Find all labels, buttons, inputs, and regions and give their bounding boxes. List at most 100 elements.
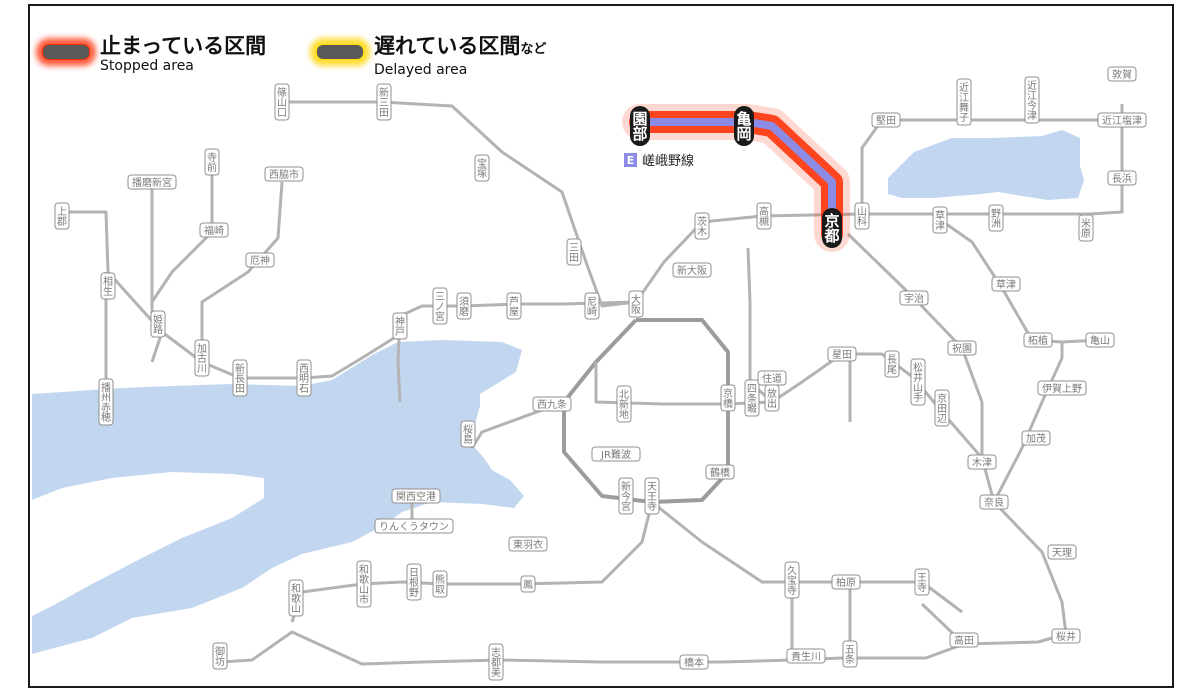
station-omishiotsu[interactable]: 近江塩津 xyxy=(1097,112,1147,128)
station-iga[interactable]: 伊賀上野 xyxy=(1037,380,1087,396)
station-kusatsu[interactable]: 草津 xyxy=(932,206,948,234)
station-sanda[interactable]: 三田 xyxy=(566,238,582,266)
line-name: 嵯峨野線 xyxy=(642,153,694,169)
station-hineno[interactable]: 日根野 xyxy=(406,563,422,601)
station-shinsanda[interactable]: 新三田 xyxy=(376,83,392,121)
station-ibaraki[interactable]: 茨木 xyxy=(694,212,710,240)
station-box xyxy=(488,643,504,681)
station-akashi[interactable]: 西明石 xyxy=(296,359,312,397)
station-box xyxy=(899,290,929,306)
station-tsuge[interactable]: 柘植 xyxy=(1023,332,1053,348)
station-yashiro[interactable]: 厄神 xyxy=(245,252,275,268)
station-box xyxy=(672,262,712,278)
station-hoshida[interactable]: 宝塚 xyxy=(474,154,490,182)
station-nagahama[interactable]: 長浜 xyxy=(1107,170,1137,186)
station-name: 熊取 xyxy=(435,573,445,596)
station-tsuruhashi[interactable]: 鶴橋 xyxy=(705,464,735,480)
station-name: 東羽衣 xyxy=(513,538,543,551)
station-tennoji[interactable]: 天王寺 xyxy=(644,477,660,515)
station-tenri[interactable]: 天理 xyxy=(1047,544,1077,560)
station-shijonawate[interactable]: 四条畷 xyxy=(744,379,760,417)
station-omimaiko[interactable]: 近江舞子 xyxy=(956,78,972,126)
station-box xyxy=(376,83,392,121)
station-kakogawa[interactable]: 加古川 xyxy=(194,339,210,377)
station-tsuruga[interactable]: 敦賀 xyxy=(1107,66,1137,82)
station-omiimazu[interactable]: 近江今津 xyxy=(1024,76,1040,124)
station-name: 鳳 xyxy=(523,579,533,591)
station-nara[interactable]: 奈良 xyxy=(979,494,1009,510)
station-harimashingu[interactable]: 播磨新宮 xyxy=(127,174,177,190)
station-kamo[interactable]: 加茂 xyxy=(1021,430,1051,446)
station-box xyxy=(212,642,228,670)
station-box xyxy=(831,574,861,590)
station-gojo[interactable]: 五条 xyxy=(842,640,858,668)
station-sumaura[interactable]: 須磨 xyxy=(456,292,472,320)
station-sannomiya[interactable]: 三ノ宮 xyxy=(432,287,448,325)
station-fukuchi[interactable]: 福崎 xyxy=(199,222,229,238)
station-takatsuki[interactable]: 高槻 xyxy=(756,202,772,230)
station-wakayama[interactable]: 和歌山 xyxy=(288,579,304,617)
station-name: 三田 xyxy=(569,243,579,264)
station-kyoto[interactable]: 京都 xyxy=(822,208,842,248)
station-aioi[interactable]: 相生 xyxy=(100,272,116,300)
station-kitashinchi[interactable]: 北新地 xyxy=(616,385,632,423)
station-jrnamba[interactable]: JR難波 xyxy=(591,446,641,462)
station-higashihagoromo[interactable]: 東羽衣 xyxy=(508,536,548,552)
station-sumiyoshi[interactable]: 住道 xyxy=(757,370,787,386)
station-sasayamaguchi[interactable]: 篠山口 xyxy=(274,83,290,121)
station-shinosaka[interactable]: 新大阪 xyxy=(672,262,712,278)
station-takada[interactable]: 高田 xyxy=(949,632,979,648)
station-box xyxy=(705,464,735,480)
station-sakurai[interactable]: 桜井 xyxy=(1051,628,1081,644)
station-hanaten[interactable]: 放出 xyxy=(764,384,780,412)
station-sonobe[interactable]: 園部 xyxy=(630,106,650,146)
station-shigi[interactable]: 志都美 xyxy=(488,643,504,681)
station-amanogawa[interactable]: 星田 xyxy=(827,346,857,362)
station-tsuge2[interactable]: 貴生川 xyxy=(786,648,826,664)
station-teramae[interactable]: 寺前 xyxy=(204,148,220,176)
station-yamashina[interactable]: 山科 xyxy=(854,202,870,230)
station-kyobashi[interactable]: 京橋 xyxy=(720,384,736,412)
station-box xyxy=(508,536,548,552)
station-kameoka[interactable]: 亀岡 xyxy=(734,106,754,146)
station-kamigori[interactable]: 上郡 xyxy=(54,202,70,230)
station-matsuiyamate[interactable]: 松井山手 xyxy=(910,358,926,406)
station-hashimoto[interactable]: 橋本 xyxy=(679,654,709,670)
station-rinku[interactable]: りんくうタウン xyxy=(374,518,454,534)
station-maibara[interactable]: 米原 xyxy=(1078,214,1094,242)
station-nishikujo[interactable]: 西九条 xyxy=(532,396,572,412)
station-wakayamashi[interactable]: 和歌山市 xyxy=(356,560,372,608)
station-kobe[interactable]: 神戸 xyxy=(392,312,408,340)
station-amagasaki[interactable]: 尼崎 xyxy=(584,292,600,320)
station-kyuhoji[interactable]: 久宝寺 xyxy=(784,561,800,599)
station-kusatsu2[interactable]: 草津 xyxy=(991,276,1021,292)
station-gobo[interactable]: 御坊 xyxy=(212,642,228,670)
station-uji[interactable]: 宇治 xyxy=(899,290,929,306)
station-ashiya[interactable]: 芦屋 xyxy=(506,292,522,320)
station-name: 日根野 xyxy=(409,568,419,599)
station-sakurajima[interactable]: 桜島 xyxy=(460,420,476,448)
station-kumatori[interactable]: 熊取 xyxy=(432,570,448,598)
station-nagao[interactable]: 長尾 xyxy=(884,350,900,378)
station-box xyxy=(1023,332,1053,348)
station-kizugawa[interactable]: 祝園 xyxy=(947,340,977,356)
station-himeji[interactable]: 姫路 xyxy=(150,310,166,338)
lake-biwa xyxy=(888,130,1084,200)
station-box xyxy=(949,632,979,648)
station-otori[interactable]: 鳳 xyxy=(520,575,536,593)
station-oji[interactable]: 王寺 xyxy=(914,568,930,596)
station-box xyxy=(1078,214,1094,242)
station-shinkaichi[interactable]: 新長田 xyxy=(232,359,248,397)
station-kataa[interactable]: 堅田 xyxy=(871,112,901,128)
station-shinimamiya[interactable]: 新今宮 xyxy=(618,477,634,515)
station-yasu[interactable]: 野洲 xyxy=(988,204,1004,232)
station-kizu[interactable]: 木津 xyxy=(967,454,997,470)
station-kansaiairport[interactable]: 関西空港 xyxy=(391,488,441,504)
station-banshuako[interactable]: 播州赤穂 xyxy=(98,378,114,426)
station-kyotanabe[interactable]: 京田辺 xyxy=(934,389,950,427)
station-name: 王寺 xyxy=(917,573,927,594)
station-kashiwara[interactable]: 柏原 xyxy=(831,574,861,590)
station-osaka[interactable]: 大阪 xyxy=(628,290,644,318)
station-nishiwakishi[interactable]: 西脇市 xyxy=(264,166,304,182)
station-kameyama[interactable]: 亀山 xyxy=(1085,332,1115,348)
